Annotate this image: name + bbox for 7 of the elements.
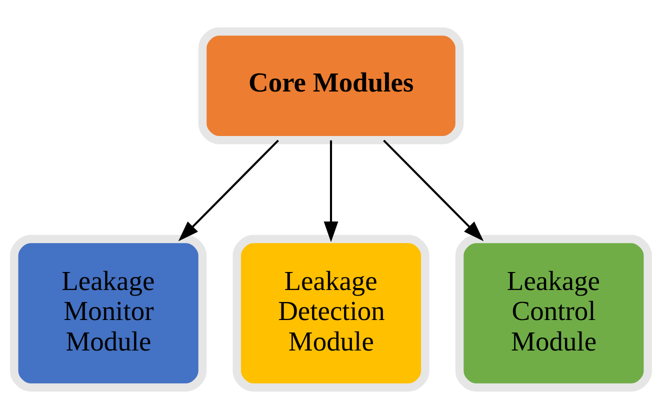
node-box: Leakage Detection Module bbox=[232, 234, 430, 392]
node-box: Leakage Monitor Module bbox=[10, 234, 207, 392]
arrow bbox=[178, 140, 279, 242]
node-box: Core Modules bbox=[198, 27, 464, 144]
arrow bbox=[324, 140, 338, 242]
arrow bbox=[383, 140, 484, 242]
node-box: Leakage Control Module bbox=[455, 234, 652, 392]
